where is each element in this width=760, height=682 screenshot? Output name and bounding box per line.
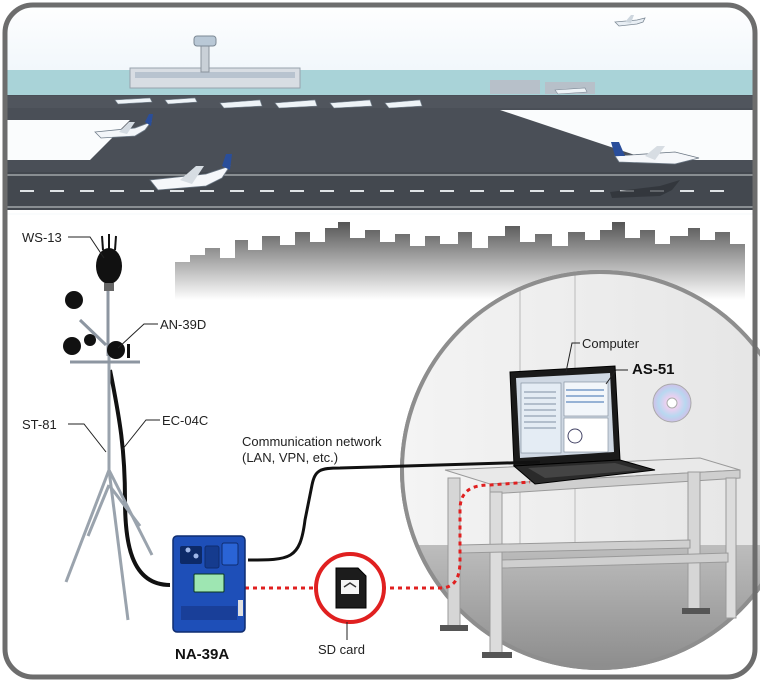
parked-airplanes bbox=[114, 87, 588, 109]
label-st81: ST-81 bbox=[22, 417, 57, 432]
label-network-line2: (LAN, VPN, etc.) bbox=[242, 450, 338, 465]
label-network-line1: Communication network bbox=[242, 434, 382, 449]
label-na39a: NA-39A bbox=[175, 646, 229, 663]
laptop-icon bbox=[509, 365, 656, 485]
arm-bar bbox=[70, 290, 140, 364]
airplane-icon bbox=[149, 154, 232, 191]
network-cable bbox=[247, 460, 541, 562]
airplane-icon bbox=[611, 142, 700, 165]
label-sdcard: SD card bbox=[318, 642, 365, 657]
runway bbox=[6, 172, 754, 210]
desk bbox=[440, 457, 741, 658]
microphone-icon bbox=[96, 234, 122, 291]
cd-disc-icon bbox=[652, 383, 692, 423]
control-tower-icon bbox=[193, 35, 217, 73]
sd-transfer-path bbox=[245, 480, 531, 590]
tripod-icon bbox=[64, 350, 154, 621]
label-as51: AS-51 bbox=[632, 361, 675, 378]
airport-scene bbox=[6, 6, 754, 215]
leader-lines bbox=[68, 236, 628, 640]
na39a-device bbox=[172, 535, 246, 633]
labels: WS-13 AN-39D ST-81 EC-04C Communication … bbox=[22, 230, 675, 663]
label-an39d: AN-39D bbox=[160, 317, 206, 332]
airplane-icon bbox=[94, 114, 153, 139]
label-ws13: WS-13 bbox=[22, 230, 62, 245]
office-room bbox=[400, 270, 760, 670]
sd-card-icon bbox=[314, 552, 386, 624]
label-ec04c: EC-04C bbox=[162, 413, 208, 428]
airplane-icon bbox=[614, 15, 646, 27]
array-microphones bbox=[63, 291, 130, 359]
label-computer: Computer bbox=[582, 336, 640, 351]
